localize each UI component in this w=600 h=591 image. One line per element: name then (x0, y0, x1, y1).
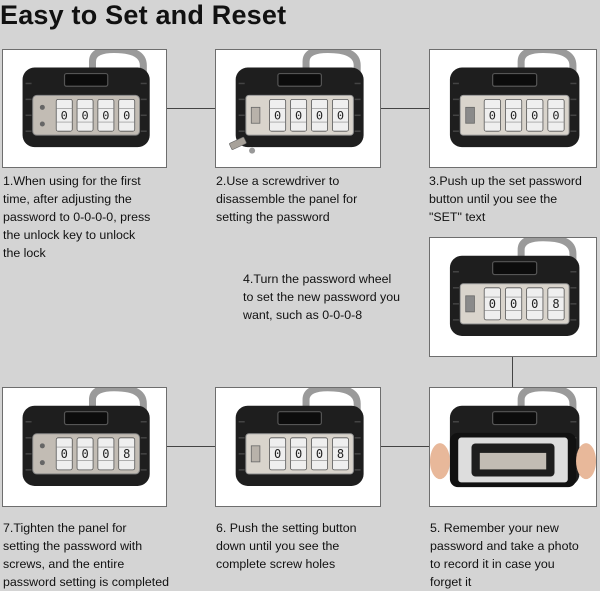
combination-wheel: 0 (269, 98, 287, 132)
combination-wheel: 0 (526, 98, 544, 132)
connector-2-3 (380, 108, 430, 109)
lock-shackle (517, 238, 577, 270)
svg-text:0: 0 (510, 108, 517, 122)
combination-wheel: 0 (55, 98, 73, 132)
combination-wheel: 0 (332, 98, 349, 132)
svg-text:0: 0 (102, 447, 109, 461)
svg-text:0: 0 (489, 108, 496, 122)
connector-5-6 (380, 446, 430, 447)
combination-wheel: 0 (505, 287, 523, 321)
lock-shackle (517, 50, 577, 82)
svg-text:0: 0 (316, 447, 323, 461)
phone-photo (430, 432, 596, 488)
svg-text:0: 0 (337, 108, 344, 122)
svg-text:0: 0 (489, 297, 496, 311)
combination-wheel: 0 (55, 437, 73, 471)
step-1-text: 1.When using for the first time, after a… (3, 174, 151, 260)
page-title: Easy to Set and Reset (0, 0, 287, 30)
step-5-text: 5. Remember your new password and take a… (430, 521, 579, 589)
svg-text:0: 0 (123, 108, 130, 122)
combination-wheel: 0 (526, 287, 544, 321)
combination-wheel: 0 (76, 98, 94, 132)
combination-wheel: 0 (505, 98, 523, 132)
lock-shackle (88, 388, 147, 420)
combination-wheel: 0 (290, 437, 308, 471)
svg-text:0: 0 (61, 108, 68, 122)
combination-wheel: 0 (547, 98, 565, 132)
removed-panel-screws (229, 136, 256, 154)
connector-6-7 (166, 446, 216, 447)
combination-wheel: 8 (332, 437, 349, 471)
combination-wheel: 8 (547, 287, 565, 321)
combination-wheel: 0 (118, 98, 136, 132)
combination-wheel: 0 (290, 98, 308, 132)
combination-wheel: 0 (97, 98, 115, 132)
svg-text:0: 0 (81, 447, 88, 461)
combination-wheel: 0 (483, 98, 501, 132)
svg-text:0: 0 (316, 108, 323, 122)
combination-wheel: 0 (97, 437, 115, 471)
svg-text:0: 0 (295, 447, 302, 461)
step-6-text: 6. Push the setting button down until yo… (216, 521, 357, 571)
connector-4-5 (512, 356, 513, 388)
combination-wheel: 8 (118, 437, 136, 471)
step-3-text: 3.Push up the set password button until … (429, 174, 582, 224)
svg-text:8: 8 (123, 447, 130, 461)
connector-1-2 (166, 108, 216, 109)
step-7-text: 7.Tighten the panel for setting the pass… (3, 521, 169, 589)
step-2-text: 2.Use a screwdriver to disassemble the p… (216, 174, 358, 224)
svg-text:0: 0 (510, 297, 517, 311)
lock-shackle (302, 50, 361, 82)
svg-text:0: 0 (61, 447, 68, 461)
lock-shackle (88, 50, 147, 82)
combination-wheel: 0 (483, 287, 501, 321)
lock-shackle (302, 388, 361, 420)
svg-text:0: 0 (81, 108, 88, 122)
combination-wheel: 0 (76, 437, 94, 471)
svg-text:0: 0 (274, 447, 281, 461)
svg-text:0: 0 (531, 108, 538, 122)
combination-wheel: 0 (269, 437, 287, 471)
svg-text:8: 8 (337, 447, 344, 461)
lock-shackle (517, 388, 577, 420)
combination-wheel: 0 (311, 98, 328, 132)
svg-text:0: 0 (102, 108, 109, 122)
svg-text:0: 0 (531, 297, 538, 311)
combination-wheel: 0 (311, 437, 328, 471)
svg-text:8: 8 (552, 297, 559, 311)
svg-text:0: 0 (274, 108, 281, 122)
step-4-text: 4.Turn the password wheel to set the new… (243, 272, 401, 322)
svg-text:0: 0 (552, 108, 559, 122)
svg-text:0: 0 (295, 108, 302, 122)
